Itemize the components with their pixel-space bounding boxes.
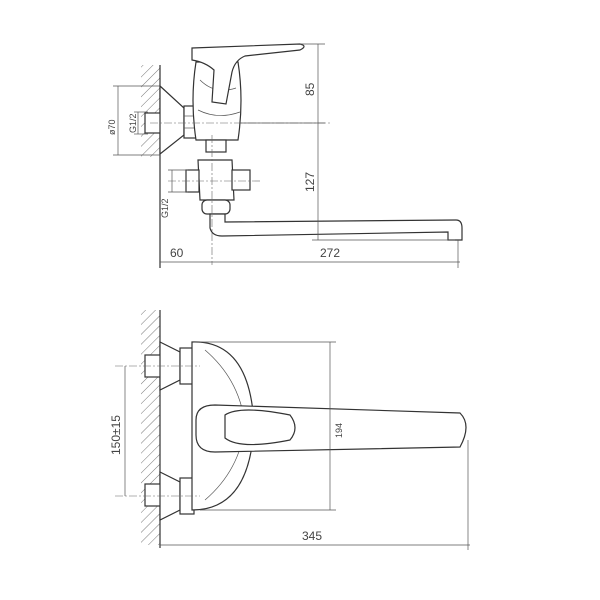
dim-272: 272	[320, 246, 340, 260]
lever-loop	[224, 409, 296, 446]
side-view: 85 127 60 272 ø70 G1/2 G1/2	[107, 43, 463, 268]
top-view: 150±15 194 345	[109, 310, 470, 550]
flange	[159, 84, 185, 156]
dim-127: 127	[303, 172, 317, 192]
spout	[209, 213, 463, 241]
wall-hatch	[141, 310, 160, 545]
dim-flange-diameter: ø70	[107, 119, 117, 135]
dim-inlet-spacing: 150±15	[109, 415, 123, 455]
diverter	[197, 159, 235, 201]
dim-outlet-thread: G1/2	[160, 198, 170, 218]
dim-60: 60	[170, 246, 184, 260]
dim-194: 194	[334, 423, 344, 438]
dim-85: 85	[303, 82, 317, 96]
dim-345: 345	[302, 529, 322, 543]
wall-hatch	[141, 65, 160, 157]
dim-inlet-thread: G1/2	[128, 113, 138, 133]
lever	[191, 43, 305, 105]
